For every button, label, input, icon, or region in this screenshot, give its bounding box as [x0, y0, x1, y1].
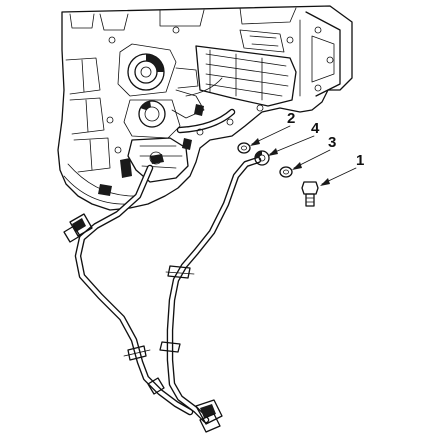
engine-block [57, 5, 353, 211]
callout-4: 4 [311, 120, 320, 137]
sealing-washer-part-2 [237, 142, 251, 154]
callout-2: 2 [287, 110, 295, 127]
sealing-washer-part-3 [279, 166, 293, 178]
callout-leaders [250, 125, 357, 186]
banjo-bolt-part-1 [301, 181, 319, 207]
callout-1: 1 [356, 152, 364, 169]
callout-3: 3 [328, 134, 336, 151]
left-fluid-line [63, 164, 194, 416]
right-fluid-line [159, 150, 270, 433]
